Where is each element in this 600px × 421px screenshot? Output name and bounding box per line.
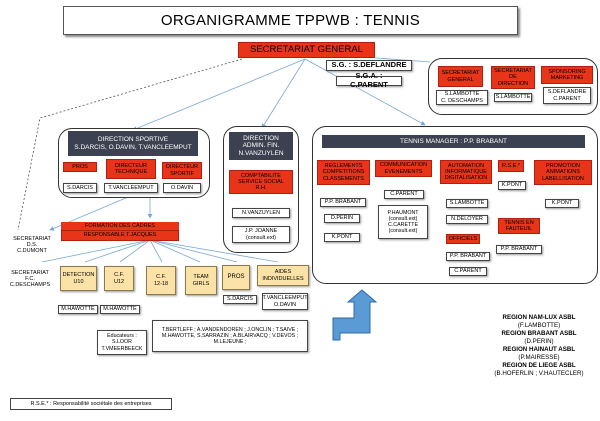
region-name: REGION BRABANT ASBL — [501, 330, 577, 338]
sponsoring-box: SPONSORING MARKETING — [541, 66, 593, 84]
region-name: REGION HAINAUT ASBL — [502, 346, 576, 354]
reglements-name-1: P.P. BRABANT — [320, 198, 366, 207]
educateurs-list: Educateurs : S.LOOR T.VMEERBEECK — [97, 330, 147, 355]
footnote: R.S.E.* : Responsabilité sociétale des e… — [10, 398, 172, 410]
promotion-name: K.PONT — [545, 199, 579, 208]
secretariat-fc: SECRETARIAT F.C. C.DESCHAMPS — [9, 269, 51, 289]
reglements-box: REGLEMENTS COMPETITIONS CLASSEMENTS — [317, 160, 370, 185]
vancleemput-name: T.VANCLEEMPUT — [104, 183, 158, 193]
tennis-manager-header: TENNIS MANAGER : P.P. BRABANT — [322, 135, 585, 148]
comptabilite-box: COMPTABILITE SERVICE SOCIAL R.H. — [229, 170, 293, 194]
pros-formation-box: PROS — [222, 265, 250, 290]
directeur-technique-box: DIRECTEUR TECHNIQUE — [106, 159, 156, 179]
detection-u10-box: DETECTION U10 — [60, 266, 97, 291]
pros-box: PROS — [63, 162, 97, 172]
automation-name-2: N.DELOYER — [446, 215, 488, 224]
automation-name-1: S.LAMBOTTE — [446, 199, 488, 208]
direction-admin-header: DIRECTION ADMIN. FIN. N.VANZUYLEN — [229, 132, 293, 160]
directeur-sportif-box: DIRECTEUR SPORTIF — [162, 162, 202, 179]
sponsoring-names: S.DEFLANDRE C.PARENT — [543, 87, 591, 104]
officiels-name-2: C.PARENT — [449, 267, 487, 276]
secretariat-direction-box: SECRETARIAT DE DIRECTION — [491, 66, 535, 89]
davin-name: O.DAVIN — [163, 183, 201, 193]
regions-list: REGION NAM-LUX ASBL (F.LAMBOTTE) REGION … — [484, 314, 594, 406]
sga-name: S.G.A. : C.PARENT — [336, 72, 402, 89]
hawotte-name-1: M.HAWOTTE — [58, 305, 98, 314]
automation-box: AUTOMATION INFORMATIQUE DIGITALISATION — [440, 160, 492, 184]
rse-name: K.PONT — [498, 181, 526, 190]
region-person: (D.PERIN) — [524, 338, 554, 346]
direction-sportive-header: DIRECTION SPORTIVE S.DARCIS, O.DAVIN, T.… — [68, 131, 198, 156]
communication-name: C.PARENT — [384, 190, 424, 199]
secretariat-ds: SECRETARIAT D.S. C.DUMONT — [13, 235, 51, 255]
joanne-name: J.P. JOANNE (consult.ext) — [232, 226, 290, 243]
vanzuylen-name: N.VANZUYLEN — [232, 208, 290, 218]
secretariat-general: SECRETARIAT GENERAL — [238, 42, 375, 58]
cf-u12-box: C.F. U12 — [104, 266, 134, 291]
cf-12-18-box: C.F. 12-18 — [146, 266, 176, 295]
aides-names: T.VANCLEEMPUT O.DAVIN — [262, 293, 308, 310]
team-girls-box: TEAM GIRLS — [185, 266, 217, 295]
team-members-list: T.BERTLEFF ; A.VANDENDOREN ; J.ONCLIN ; … — [152, 320, 308, 352]
secretariat-general-names: S.LAMBOTTE C. DESCHAMPS — [436, 90, 488, 105]
formation-header: FORMATION DES CADRES — [61, 222, 179, 230]
formation-responsable: RESPONSABLE T.JACQUES — [61, 230, 179, 241]
reglements-name-3: K.PONT — [324, 233, 360, 242]
reglements-name-2: D.PERIN — [324, 214, 360, 223]
region-person: (F.LAMBOTTE) — [517, 322, 561, 330]
darcis-name: S.DARCIS — [63, 183, 97, 193]
officiels-name-1: P.P. BRABANT — [446, 252, 490, 261]
region-person: (P.MAIRESSE) — [518, 354, 560, 362]
communication-box: COMMUNICATION EVENEMENTS — [375, 160, 432, 177]
secretariat-direction-names: S.LAMBOTTE — [494, 93, 532, 102]
sg-name: S.G. : S.DEFLANDRE — [326, 60, 412, 71]
promotion-box: PROMOTION ANIMATIONS LABELLISATION — [534, 160, 592, 185]
region-person: (B.HOFERLIN ; V.HAUTECLER) — [494, 370, 584, 378]
officiels-box: OFFICIELS — [446, 234, 480, 244]
page-title: ORGANIGRAMME TPPWB : TENNIS — [63, 6, 518, 35]
secretariat-general-box: SECRETARIAT GENERAL — [438, 66, 483, 87]
aides-individuelles-box: AIDES INDIVIDUELLES — [257, 265, 309, 286]
tennis-fauteuil-name: P.P. BRABANT — [496, 245, 542, 254]
region-name: REGION NAM-LUX ASBL — [502, 314, 576, 321]
rse-box: R.S.E.* — [498, 160, 524, 172]
hawotte-name-2: M.HAWOTTE — [100, 305, 140, 314]
tennis-fauteuil-box: TENNIS EN FAUTEUIL — [498, 218, 540, 234]
communication-consultants: P.HAUMONT (consult.ext) C.CARETTE (consu… — [378, 205, 428, 239]
darcis-formation-name: S.DARCIS — [223, 295, 257, 304]
region-name: REGION DE LIEGE ASBL — [502, 362, 576, 370]
